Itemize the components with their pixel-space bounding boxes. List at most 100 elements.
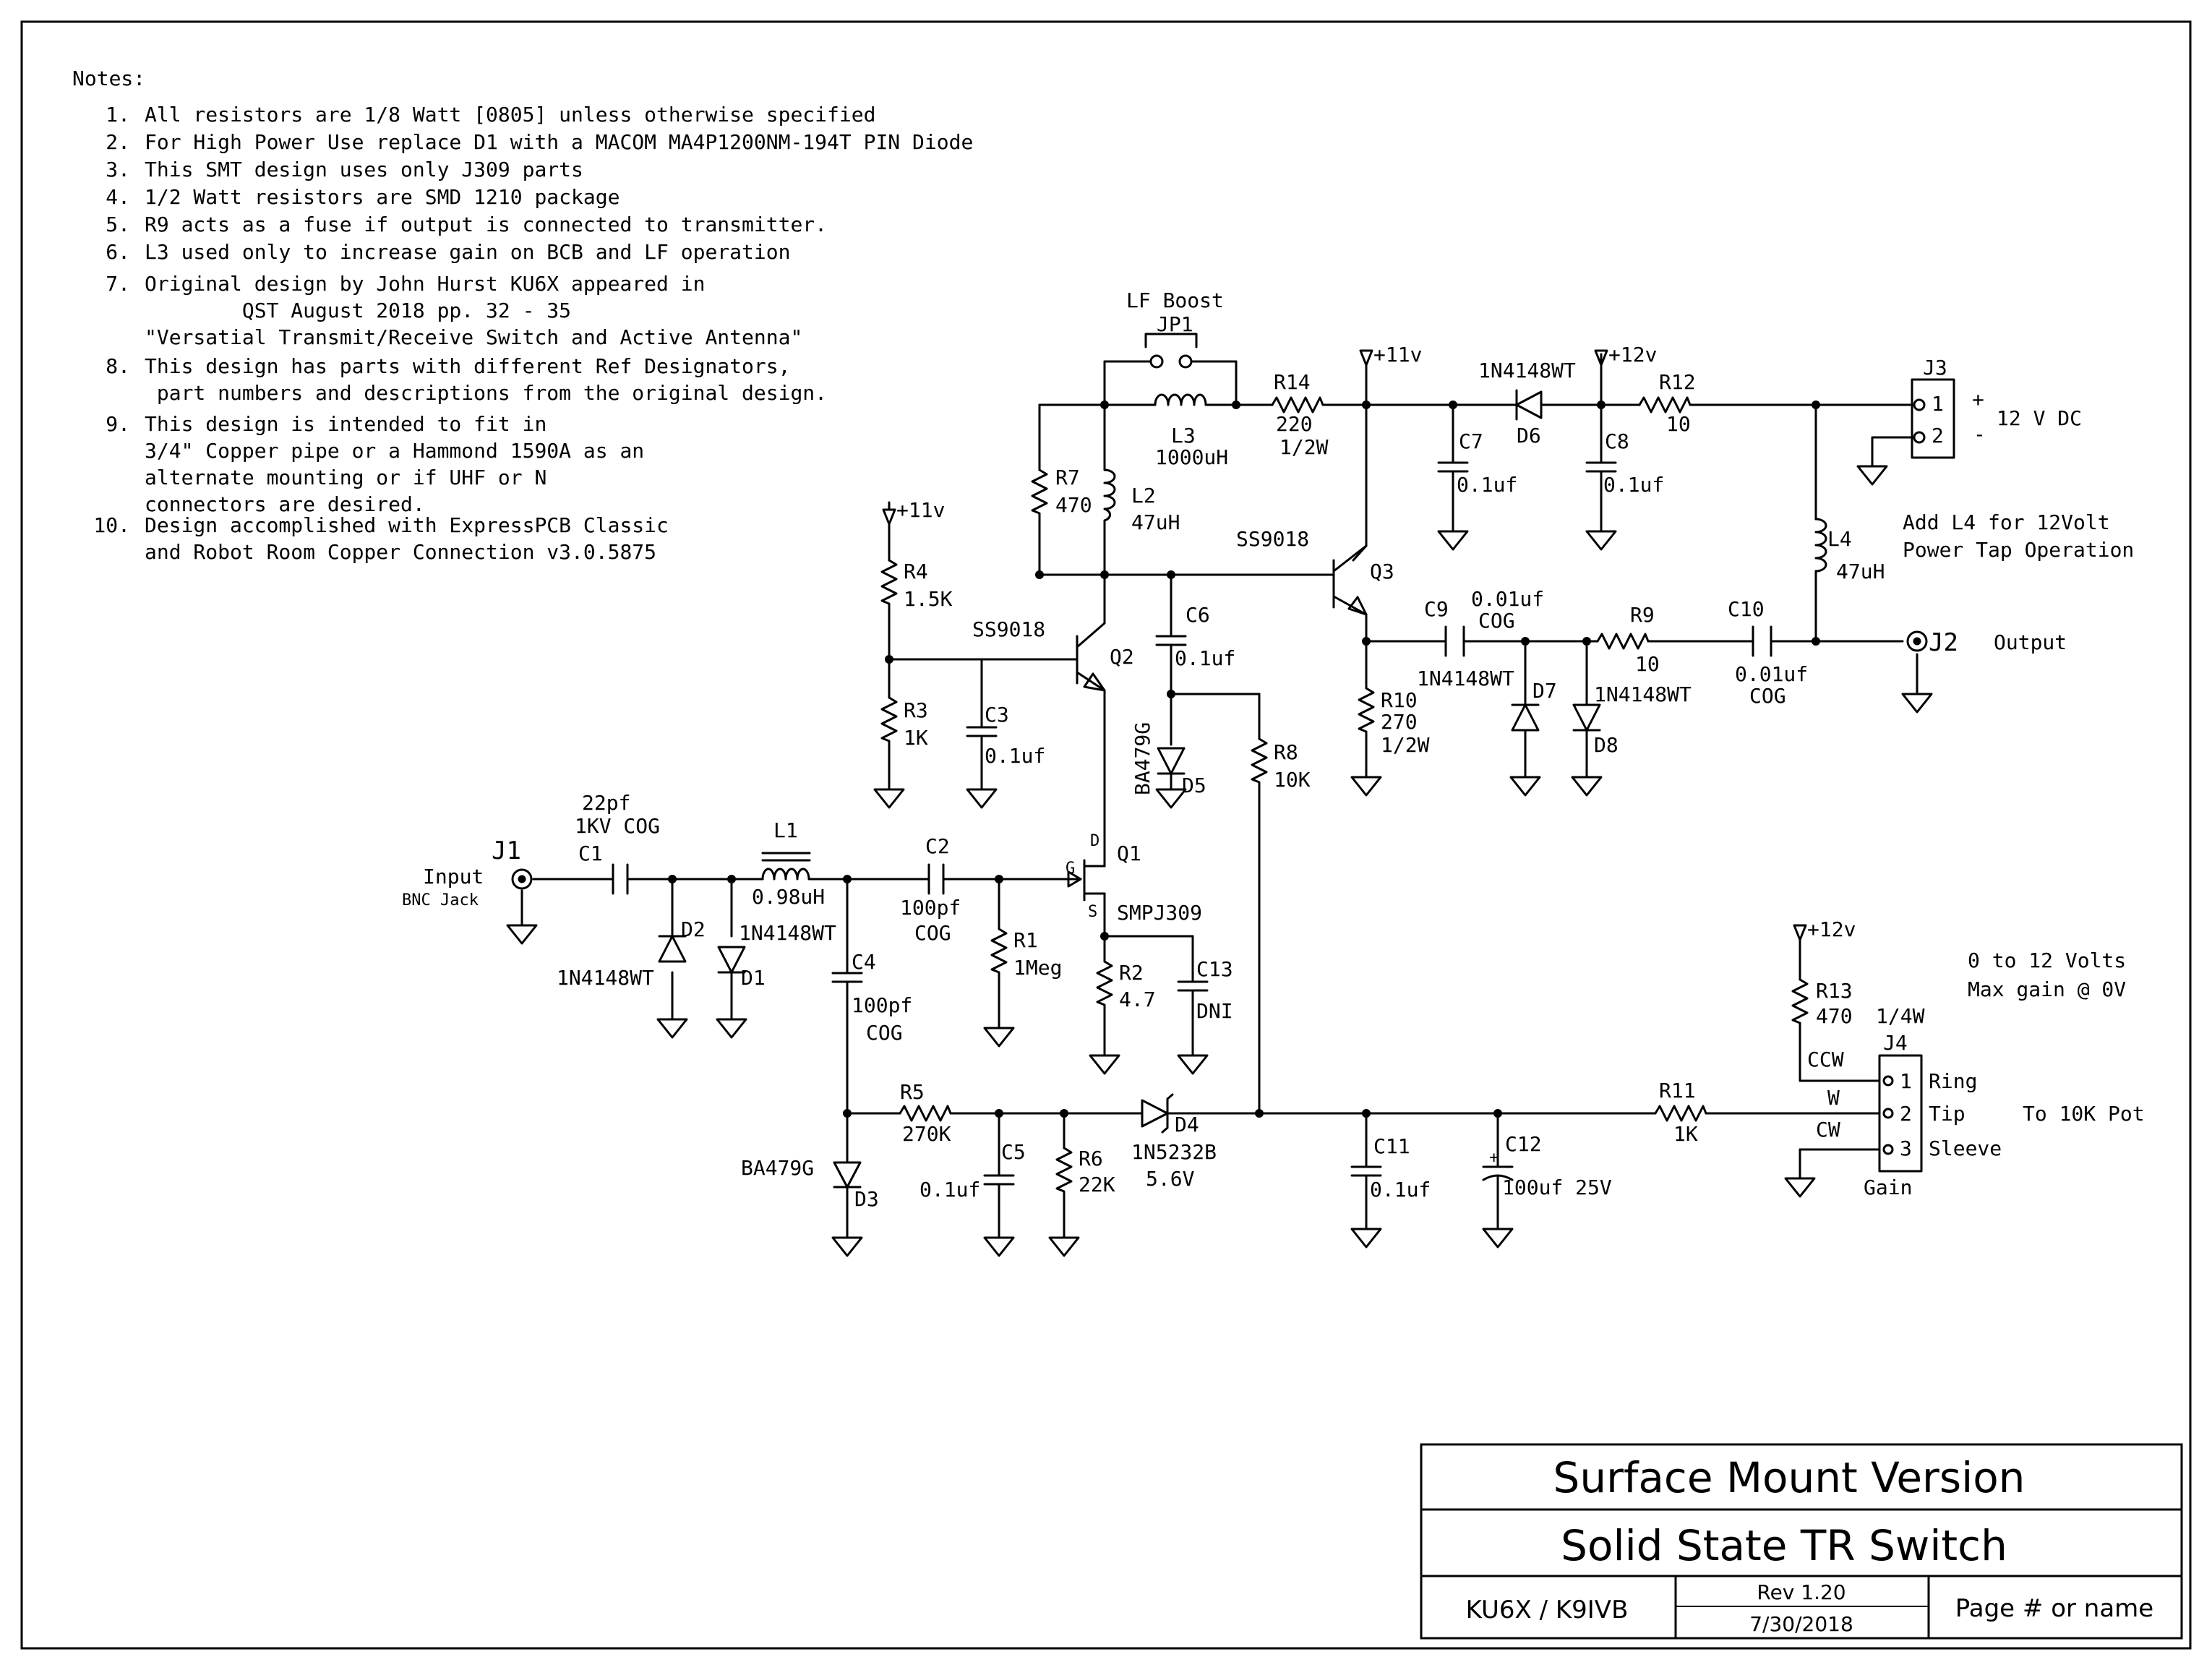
label-c12: C12 bbox=[1505, 1132, 1542, 1156]
label-pwr11-a: +11v bbox=[896, 498, 945, 522]
note-line: and Robot Room Copper Connection v3.0.58… bbox=[145, 540, 656, 564]
d7-diode bbox=[1511, 703, 1540, 732]
j1-connector bbox=[511, 868, 533, 890]
label-d4: D4 bbox=[1175, 1113, 1199, 1136]
label-d3: D3 bbox=[854, 1187, 879, 1211]
note-line: 1/2 Watt resistors are SMD 1210 package bbox=[145, 185, 620, 209]
label-c13v: DNI bbox=[1196, 999, 1233, 1023]
label-d6: D6 bbox=[1517, 424, 1541, 448]
label-jp1: JP1 bbox=[1157, 312, 1193, 336]
label-c2: C2 bbox=[925, 834, 950, 858]
note-line: Original design by John Hurst KU6X appea… bbox=[145, 272, 705, 296]
ground-symbol bbox=[1048, 1236, 1080, 1257]
label-r14v1: 220 bbox=[1276, 412, 1313, 436]
label-r8v: 10K bbox=[1274, 768, 1311, 792]
note-line: 3/4" Copper pipe or a Hammond 1590A as a… bbox=[145, 439, 644, 463]
label-minus: - bbox=[1973, 422, 1986, 446]
r11-resistor bbox=[1654, 1105, 1707, 1122]
note-line: All resistors are 1/8 Watt [0805] unless… bbox=[145, 103, 875, 127]
ground-symbol bbox=[1571, 776, 1603, 797]
label-r10v2: 1/2W bbox=[1381, 733, 1430, 757]
label-r13v1: 470 bbox=[1816, 1004, 1853, 1028]
r1-resistor bbox=[990, 928, 1008, 981]
label-d7v: 1N4148WT bbox=[1417, 667, 1514, 690]
label-ccw: CCW bbox=[1807, 1048, 1844, 1071]
note-line: Design accomplished with ExpressPCB Clas… bbox=[145, 513, 669, 537]
ground-symbol bbox=[716, 1018, 747, 1039]
note-line: connectors are desired. bbox=[145, 492, 425, 516]
label-r3: R3 bbox=[904, 698, 928, 722]
note-number: 3. bbox=[106, 158, 130, 181]
note-line: part numbers and descriptions from the o… bbox=[145, 381, 827, 405]
label-c5: C5 bbox=[1001, 1140, 1026, 1164]
label-q1g: G bbox=[1066, 860, 1075, 878]
label-q3v: SS9018 bbox=[1236, 527, 1309, 551]
label-q1s: S bbox=[1088, 903, 1097, 921]
label-output: Output bbox=[1994, 630, 2067, 654]
note-number: 2. bbox=[106, 130, 130, 154]
label-c10v1: 0.01uf bbox=[1735, 662, 1808, 686]
ground-symbol bbox=[1177, 1054, 1209, 1075]
label-p3: 3 bbox=[1900, 1136, 1912, 1160]
note-line: "Versatial Transmit/Receive Switch and A… bbox=[145, 325, 802, 349]
label-d4v1: 1N5232B bbox=[1131, 1140, 1217, 1164]
label-cw: CW bbox=[1816, 1118, 1840, 1142]
label-r2: R2 bbox=[1119, 961, 1144, 985]
label-j3p2: 2 bbox=[1932, 424, 1944, 448]
r14-resistor bbox=[1271, 396, 1324, 414]
label-c8v: 0.1uf bbox=[1603, 473, 1664, 497]
ground-symbol bbox=[1089, 1054, 1120, 1075]
label-tip: Tip bbox=[1929, 1102, 1965, 1126]
label-r5: R5 bbox=[900, 1080, 925, 1104]
label-r14: R14 bbox=[1274, 370, 1311, 394]
label-c4v1: 100pf bbox=[852, 993, 912, 1017]
label-l2: L2 bbox=[1131, 484, 1156, 508]
label-c10: C10 bbox=[1728, 597, 1765, 621]
l1-inductor bbox=[761, 868, 810, 881]
label-r4: R4 bbox=[904, 560, 928, 583]
r10-resistor bbox=[1358, 687, 1375, 740]
label-c4: C4 bbox=[852, 950, 876, 974]
label-r9v: 10 bbox=[1635, 652, 1660, 676]
label-r10v1: 270 bbox=[1381, 710, 1418, 734]
sheet-border bbox=[20, 20, 2192, 1650]
note-line: alternate mounting or if UHF or N bbox=[145, 466, 546, 489]
label-l4v: 47uH bbox=[1836, 560, 1885, 583]
jp1-jumper bbox=[1149, 354, 1164, 369]
label-d6v: 1N4148WT bbox=[1478, 359, 1576, 382]
note-number: 5. bbox=[106, 213, 130, 236]
label-c3: C3 bbox=[985, 703, 1009, 727]
ground-symbol bbox=[1482, 1228, 1514, 1249]
label-r7v: 470 bbox=[1055, 493, 1092, 517]
label-d5: D5 bbox=[1182, 774, 1206, 797]
label-r5v: 270K bbox=[902, 1122, 951, 1146]
label-c4v2: COG bbox=[866, 1021, 903, 1045]
ground-symbol bbox=[1509, 776, 1541, 797]
d8-diode bbox=[1572, 703, 1601, 732]
label-c10v2: COG bbox=[1749, 684, 1786, 708]
label-input: Input bbox=[423, 865, 484, 888]
label-q2: Q2 bbox=[1110, 645, 1134, 669]
label-r14v2: 1/2W bbox=[1279, 435, 1329, 459]
label-pwr12-b: +12v bbox=[1807, 917, 1856, 941]
label-c11v: 0.1uf bbox=[1370, 1178, 1431, 1202]
label-d1: D1 bbox=[741, 966, 766, 990]
label-r8: R8 bbox=[1274, 740, 1298, 764]
l4-inductor bbox=[1814, 518, 1827, 573]
label-j2: J2 bbox=[1929, 628, 1958, 657]
label-pot: To 10K Pot bbox=[2023, 1102, 2145, 1126]
component-labels: J1 Input BNC Jack 22pf 1KV COG C1 D2 1N4… bbox=[402, 288, 2145, 1211]
note-number: 10. bbox=[93, 513, 130, 537]
label-l2v: 47uH bbox=[1131, 510, 1180, 534]
ground-symbol bbox=[873, 788, 905, 809]
j3-connector bbox=[1911, 378, 1955, 459]
label-q1v: SMPJ309 bbox=[1117, 901, 1202, 925]
q2-transistor bbox=[1083, 672, 1106, 692]
title-rev: Rev 1.20 bbox=[1757, 1580, 1846, 1604]
note-number: 1. bbox=[106, 103, 130, 127]
label-r7: R7 bbox=[1055, 466, 1080, 489]
label-r2v: 4.7 bbox=[1119, 988, 1156, 1011]
label-c9v1: 0.01uf bbox=[1471, 587, 1544, 611]
label-p2: 2 bbox=[1900, 1102, 1912, 1126]
d1-diode bbox=[717, 946, 746, 974]
